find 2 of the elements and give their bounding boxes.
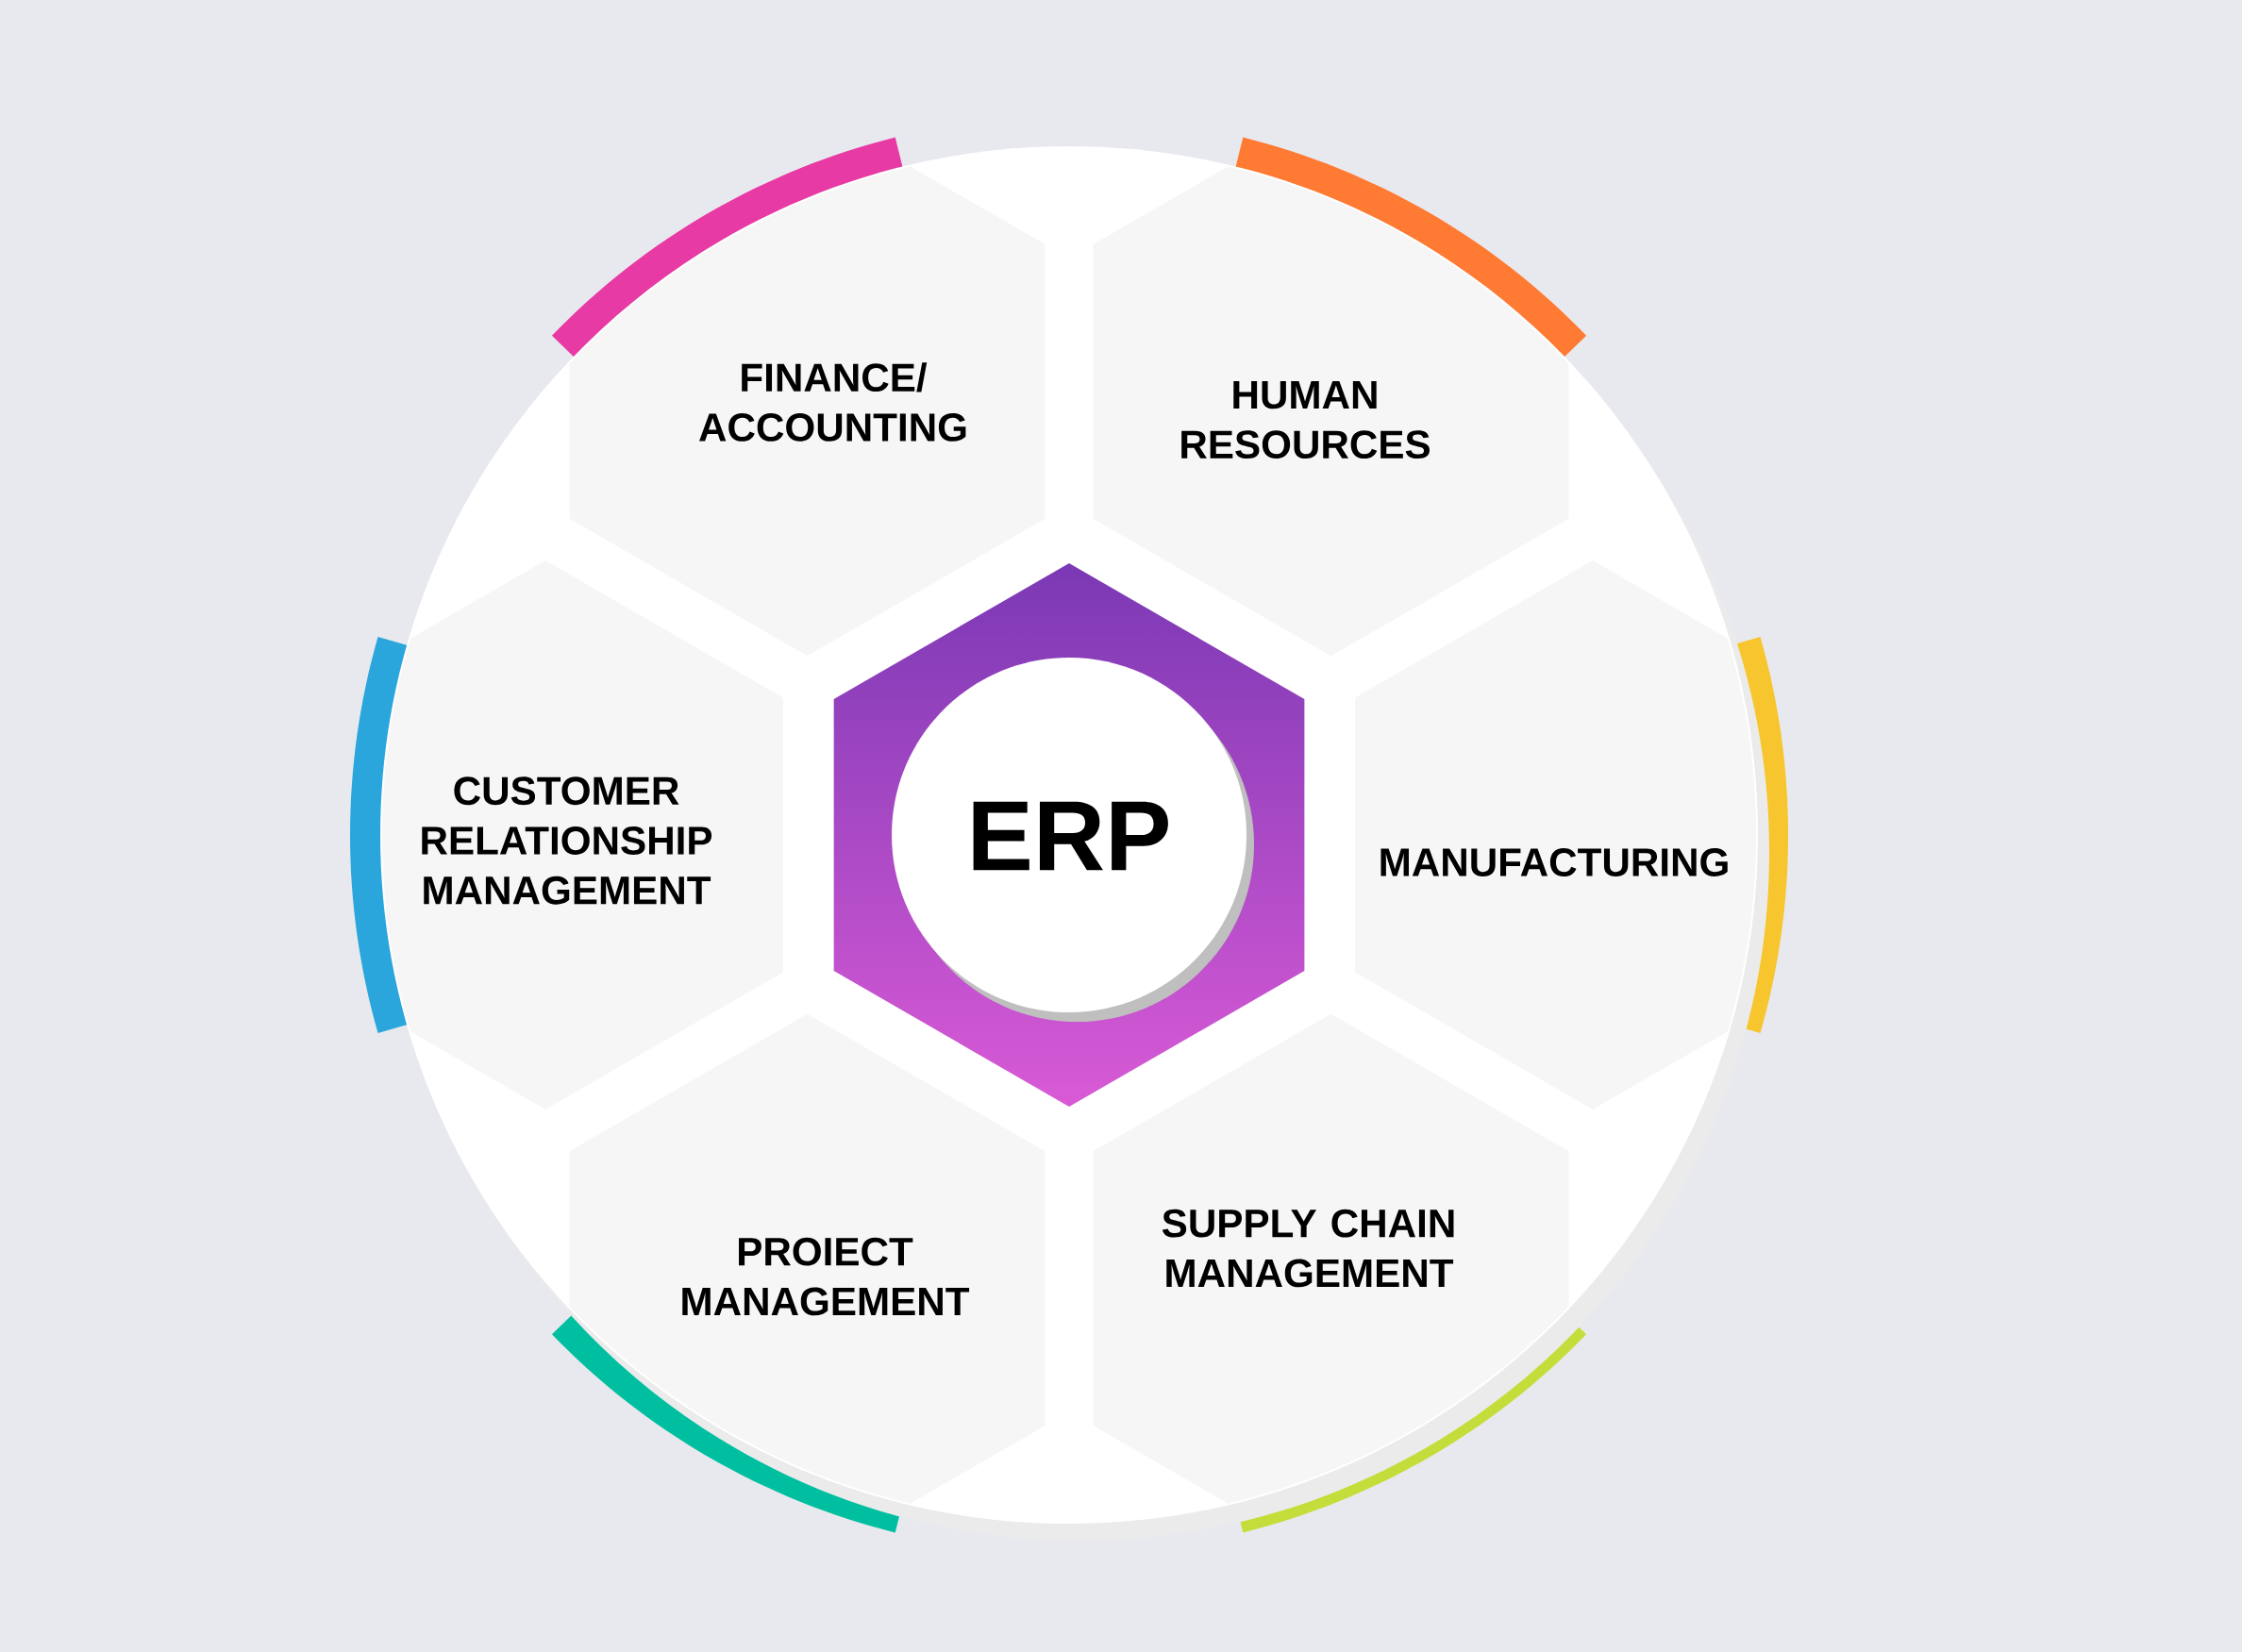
hexagon-tile: HUMAN RESOURCES (1086, 148, 1576, 664)
hexagon-tile: FINANCE/ ACCOUNTING (562, 148, 1052, 664)
